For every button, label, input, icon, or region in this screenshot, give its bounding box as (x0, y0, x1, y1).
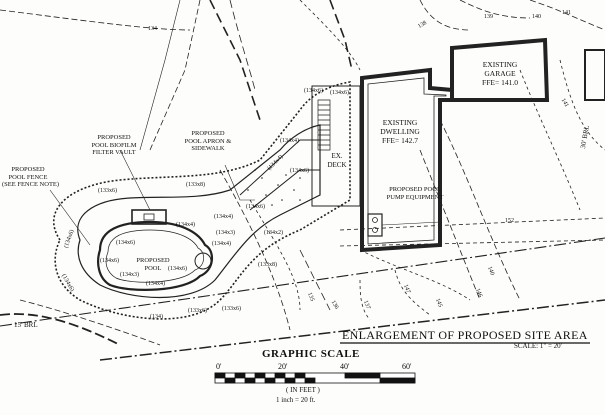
brl-left-label: 15' BRL (14, 321, 38, 329)
contour-line (19, 299, 161, 346)
scale-text: SCALE: 1" = 20' (514, 342, 562, 350)
contour-label: 139 (484, 14, 493, 20)
spot-elevation: (134x6) (100, 258, 119, 264)
scale-tick: 20' (278, 362, 288, 371)
spot-elevation: (134) (150, 314, 163, 320)
contour-line (299, 249, 331, 311)
spot-elevation: (133x8) (186, 182, 205, 188)
sidewalk (239, 139, 320, 196)
property-line (339, 217, 605, 231)
contour-label: 134 (148, 26, 157, 32)
contour-line (0, 9, 191, 31)
spot-elevation: (134x6) (246, 204, 265, 210)
property-line (339, 239, 605, 247)
contour-line (249, 199, 301, 311)
contour-line (559, 59, 605, 151)
garage-wall (450, 37, 550, 102)
spot-elevation: (133x8) (258, 262, 277, 268)
spot-elevation: (134x4) (280, 138, 299, 144)
graphic-scale-bar (214, 372, 416, 384)
heavy-dashed-line (329, 0, 353, 71)
pool-spa (194, 252, 212, 270)
guide-line (139, 0, 181, 151)
contour-line (229, 0, 256, 91)
spot-elevation: (134x3) (216, 230, 235, 236)
spot-elevation: (134x3) (120, 272, 139, 278)
pool-apron (77, 124, 321, 299)
stairs (317, 99, 331, 151)
spot-elevation: (134x6) (330, 90, 349, 96)
pool-fence (53, 81, 351, 320)
brl-line (0, 237, 605, 327)
graphic-scale-heading: GRAPHIC SCALE (262, 348, 360, 360)
adjacent-wall (584, 49, 605, 101)
scale-tick: 60' (402, 362, 412, 371)
dwelling-wall (360, 67, 454, 253)
contour-line (459, 0, 531, 19)
contour-line (419, 149, 481, 301)
filter-vault (131, 209, 167, 225)
deck-label: EX.DECK (327, 152, 347, 169)
contour-line (359, 249, 471, 301)
contour-line (519, 69, 581, 211)
drawing-title: ENLARGEMENT OF PROPOSED SITE AREA (342, 328, 588, 342)
contour-label: 152 (505, 218, 514, 224)
spot-elevation: (134x2) (264, 230, 283, 236)
contour-line (299, 0, 361, 71)
contour-line (219, 169, 291, 331)
scale-tick: 0' (216, 362, 222, 371)
contour-line (529, 0, 605, 31)
pool-outline (97, 220, 213, 291)
spot-elevation: (133x6) (222, 306, 241, 312)
spot-elevation: (134x4) (212, 241, 231, 247)
sidewalk (249, 169, 320, 211)
scale-tick: 40' (340, 362, 350, 371)
contour-line (149, 0, 201, 151)
filter-vault-inner (143, 213, 155, 221)
spot-elevation: (134x4) (176, 222, 195, 228)
heavy-dashed-line (209, 0, 261, 121)
spot-elevation: (134x6) (290, 168, 309, 174)
spot-elevation: (134x6) (304, 88, 323, 94)
spot-elevation: (134x6) (116, 240, 135, 246)
dwelling-inner (367, 77, 447, 245)
spot-elevation: (134x6) (168, 266, 187, 272)
gravel-pattern (247, 167, 301, 206)
guide-line (119, 149, 151, 211)
guide-line (49, 189, 91, 246)
spot-elevation: (133x6) (188, 308, 207, 314)
deck-outline (311, 85, 361, 207)
contour-line (394, 269, 431, 316)
guide-line (224, 164, 255, 201)
pool-inner (105, 229, 204, 283)
contour-line (419, 0, 471, 31)
spot-elevation: (134x4) (146, 281, 165, 287)
contour-label: 140 (532, 14, 541, 20)
heavy-dashed-line (0, 313, 121, 346)
scale-units: ( IN FEET ) (286, 386, 320, 394)
scale-ratio: 1 inch = 20 ft. (276, 396, 316, 404)
property-line (99, 299, 605, 361)
contour-line (439, 119, 521, 301)
spot-elevation: (134x4) (214, 214, 233, 220)
contour-label: 141 (562, 10, 571, 16)
spot-elevation: (133x6) (98, 188, 117, 194)
